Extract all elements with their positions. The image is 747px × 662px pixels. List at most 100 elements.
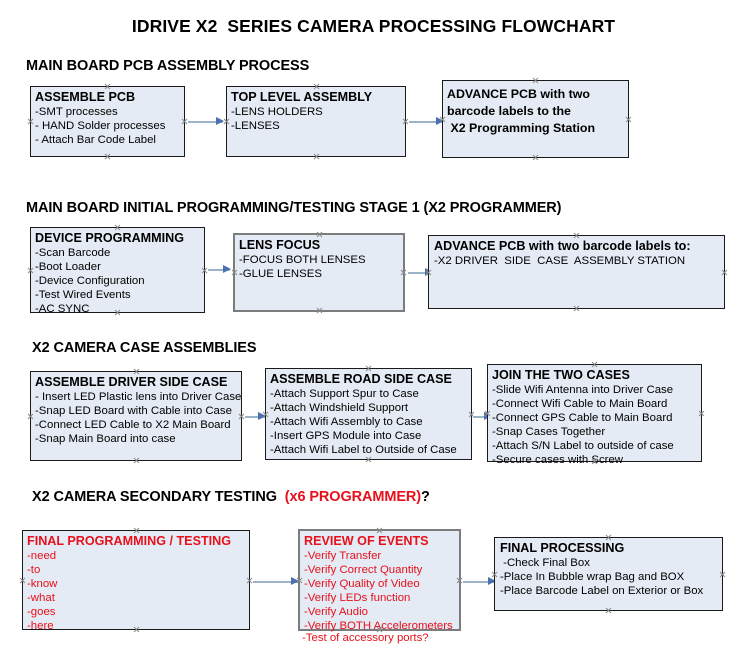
connection-handle-bottom[interactable] [365,456,372,463]
node-line: -Verify Correct Quantity [304,564,423,576]
connection-handle-top[interactable] [114,224,121,231]
page-title: IDRIVE X2 SERIES CAMERA PROCESSING FLOWC… [131,16,616,36]
node-line: -Connect Wifi Cable to Main Board [492,398,668,410]
section-heading-text: X2 CAMERA SECONDARY TESTING [32,489,285,505]
node-title: ADVANCE PCB with two [447,87,590,101]
connection-handle-right[interactable] [456,577,463,584]
node-line: -Connect GPS Cable to Main Board [492,412,673,424]
node-line: -Connect LED Cable to X2 Main Board [35,419,231,431]
connection-handle-top[interactable] [605,534,612,541]
node-title: FINAL PROGRAMMING / TESTING [27,534,232,548]
connection-handle-right[interactable] [238,413,245,420]
connector-line [208,269,230,271]
connection-handle-right[interactable] [402,118,409,125]
node-assemble-driver-side-case[interactable]: ASSEMBLE DRIVER SIDE CASE - Insert LED P… [30,371,242,461]
connector-line [408,272,432,274]
connection-handle-bottom[interactable] [133,626,140,633]
connection-handle-right[interactable] [181,118,188,125]
node-lens-focus[interactable]: LENS FOCUS -FOCUS BOTH LENSES -GLUE LENS… [233,233,405,312]
node-line: -Place Barcode Label on Exterior or Box [500,585,704,597]
connection-handle-right[interactable] [721,269,728,276]
node-assemble-road-side-case[interactable]: ASSEMBLE ROAD SIDE CASE -Attach Support … [265,368,472,460]
connection-handle-top[interactable] [376,527,383,534]
arrowhead-icon [223,265,231,273]
connection-handle-bottom[interactable] [133,457,140,464]
connection-handle-right[interactable] [246,577,253,584]
node-device-programming[interactable]: DEVICE PROGRAMMING -Scan Barcode -Boot L… [27,224,208,316]
connection-handle-bottom[interactable] [114,309,121,316]
connection-handle-left[interactable] [439,116,446,123]
connection-handle-left[interactable] [231,269,238,276]
node-review-of-events-overflow-line: -Test of accessory ports? [302,632,429,644]
connection-handle-top[interactable] [104,83,111,90]
connection-handle-bottom[interactable] [316,307,323,314]
connection-handle-left[interactable] [223,118,230,125]
node-review-of-events[interactable]: REVIEW OF EVENTS -Verify Transfer -Verif… [296,527,463,632]
connection-handle-left[interactable] [491,571,498,578]
node-title: LENS FOCUS [239,238,321,252]
connection-handle-bottom[interactable] [104,153,111,160]
node-line: -Snap Main Board into case [35,433,176,445]
node-title: JOIN THE TWO CASES [492,368,630,382]
section-heading-accent: (x6 PROGRAMMER) [284,489,422,505]
connection-handle-bottom[interactable] [605,607,612,614]
connection-handle-bottom[interactable] [591,458,598,465]
section-heading-pcb-assembly: MAIN BOARD PCB ASSEMBLY PROCESS [26,58,310,74]
connection-handle-left[interactable] [262,411,269,418]
node-advance-pcb-driver-side[interactable]: ADVANCE PCB with two barcode labels to: … [428,235,725,309]
connection-handle-right[interactable] [625,116,632,123]
node-line: -what [27,592,55,604]
node-join-the-two-cases[interactable]: JOIN THE TWO CASES -Slide Wifi Antenna i… [484,361,705,466]
node-line: barcode labels to the [447,104,571,118]
connection-handle-top[interactable] [532,77,539,84]
node-final-programming-testing[interactable]: FINAL PROGRAMMING / TESTING -need -to -k… [19,527,253,633]
node-line: -need [27,550,57,562]
section-heading-case-assemblies: X2 CAMERA CASE ASSEMBLIES [32,340,257,356]
connection-handle-left[interactable] [27,413,34,420]
connection-handle-left[interactable] [425,269,432,276]
connection-handle-left[interactable] [27,267,34,274]
node-title: FINAL PROCESSING [500,541,625,555]
node-line: -Attach S/N Label to outside of case [492,440,674,452]
node-advance-pcb-programming-station[interactable]: ADVANCE PCB with two barcode labels to t… [442,80,629,158]
node-line: -Snap Cases Together [492,426,606,438]
connection-handle-left[interactable] [484,410,491,417]
node-title: ADVANCE PCB with two barcode labels to: [434,239,691,253]
connection-handle-left[interactable] [296,577,303,584]
connection-handle-bottom[interactable] [532,154,539,161]
node-line: - HAND Solder processes [35,120,166,132]
connection-handle-right[interactable] [201,267,208,274]
node-title: ASSEMBLE DRIVER SIDE CASE [35,375,228,389]
connection-handle-top[interactable] [573,232,580,239]
node-line: -AC SYNC [35,303,90,315]
node-line: -Slide Wifi Antenna into Driver Case [492,384,674,396]
connection-handle-top[interactable] [133,527,140,534]
connection-handle-top[interactable] [591,361,598,368]
node-line: X2 Programming Station [447,121,596,135]
node-assemble-pcb[interactable]: ASSEMBLE PCB -SMT processes - HAND Solde… [30,86,185,157]
section-heading-secondary-testing: X2 CAMERA SECONDARY TESTING (x6 PROGRAMM… [32,489,430,505]
connector-line [253,581,298,583]
connection-handle-bottom[interactable] [313,153,320,160]
connection-handle-right[interactable] [719,571,726,578]
section-heading-initial-programming: MAIN BOARD INITIAL PROGRAMMING/TESTING S… [26,200,562,216]
connector-assemble-pcb-to-top-level [188,117,224,126]
connection-handle-left[interactable] [19,577,26,584]
connection-handle-top[interactable] [133,368,140,375]
node-line: -GLUE LENSES [239,268,322,280]
connection-handle-top[interactable] [365,365,372,372]
node-title: TOP LEVEL ASSEMBLY [231,90,373,104]
connector-top-level-to-advance-pcb [409,117,444,126]
connection-handle-top[interactable] [316,231,323,238]
connector-final-programming-to-review [253,577,299,586]
node-final-processing[interactable]: FINAL PROCESSING -Check Final Box -Place… [494,537,723,611]
connection-handle-top[interactable] [313,83,320,90]
connection-handle-bottom[interactable] [573,305,580,312]
node-title: ASSEMBLE ROAD SIDE CASE [270,372,452,386]
connection-handle-right[interactable] [400,269,407,276]
connection-handle-left[interactable] [27,118,34,125]
node-line: - Insert LED Plastic lens into Driver Ca… [35,391,242,403]
node-top-level-assembly[interactable]: TOP LEVEL ASSEMBLY -LENS HOLDERS -LENSES [226,86,406,157]
connection-handle-right[interactable] [698,410,705,417]
